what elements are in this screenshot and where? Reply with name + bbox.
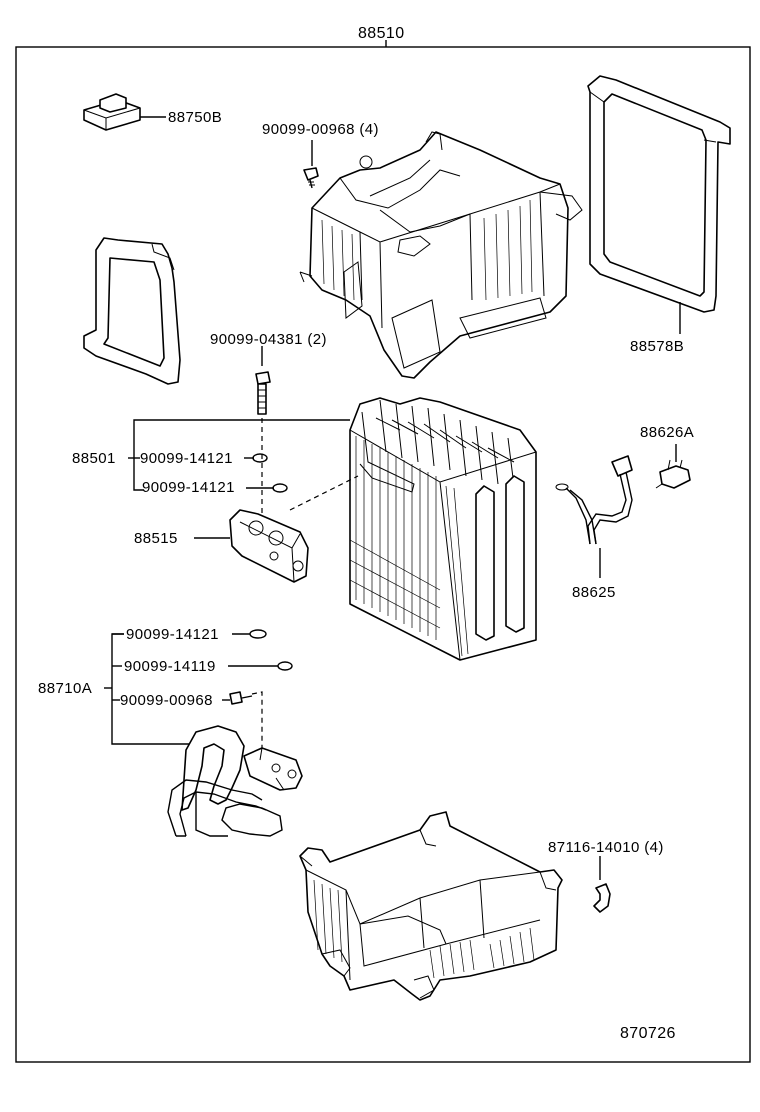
- label-88510: 88510: [358, 25, 405, 42]
- label-88515: 88515: [134, 530, 178, 547]
- label-88501: 88501: [72, 450, 116, 467]
- label-90099-14121-c: 90099-14121: [126, 626, 219, 643]
- oring-14119: [277, 661, 293, 671]
- part-88578b-gasket: [587, 75, 731, 313]
- label-87116-14010: 87116-14010 (4): [548, 839, 664, 856]
- leader-88501: [133, 419, 350, 491]
- part-88750b-clip: [83, 93, 141, 131]
- part-88625-thermistor: [555, 455, 633, 545]
- valve-dash: [289, 475, 359, 511]
- screw-low-dash: [251, 691, 263, 760]
- oring-a: [252, 453, 268, 463]
- part-87116-clip: [593, 883, 611, 913]
- part-lower-case: [299, 811, 563, 1001]
- oring-c: [249, 629, 267, 639]
- label-90099-00968-low: 90099-00968: [120, 692, 213, 709]
- label-90099-14121-b: 90099-14121: [142, 479, 235, 496]
- part-screw-upper: [303, 167, 319, 189]
- drawing-number: 870726: [620, 1025, 676, 1042]
- label-90099-04381: 90099-04381 (2): [210, 331, 327, 348]
- part-screw-low: [229, 691, 253, 705]
- bracket-88710a: [111, 633, 196, 745]
- part-88515-expansion-valve: [229, 509, 309, 583]
- label-90099-00968-upper: 90099-00968 (4): [262, 121, 379, 138]
- label-88626a: 88626A: [640, 424, 694, 441]
- part-left-gasket: [83, 237, 181, 385]
- part-upper-case: [299, 131, 583, 379]
- label-88578b: 88578B: [630, 338, 684, 355]
- part-88626a-clip: [655, 459, 691, 489]
- label-88625: 88625: [572, 584, 616, 601]
- part-bolt-04381: [255, 371, 271, 415]
- part-88710a-tubes: [167, 725, 303, 837]
- part-evaporator-core: [349, 397, 537, 661]
- oring-b: [272, 483, 288, 493]
- label-88710a: 88710A: [38, 680, 92, 697]
- assembly-frame: [15, 46, 751, 1063]
- label-90099-14119: 90099-14119: [124, 658, 216, 675]
- label-90099-14121-a: 90099-14121: [140, 450, 233, 467]
- label-88750b: 88750B: [168, 109, 222, 126]
